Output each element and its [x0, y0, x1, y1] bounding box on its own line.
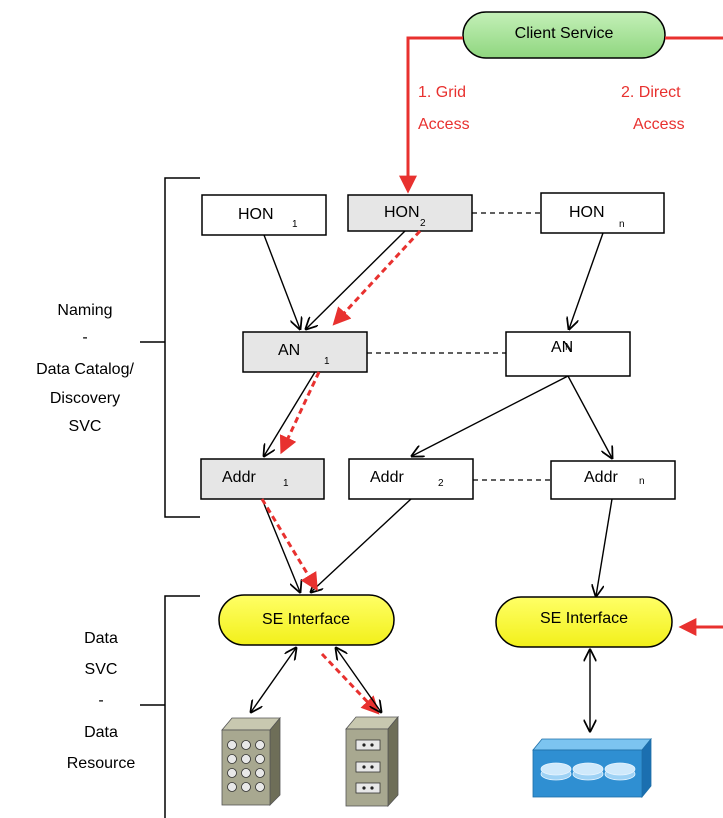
- arrow-ann-addrn: [567, 375, 612, 458]
- an-node-n: AN N: [505, 331, 631, 377]
- svg-text:n: n: [639, 476, 645, 487]
- naming-section-label: Naming - Data Catalog/ Discovery SVC: [36, 302, 134, 435]
- addr-node-2: Addr 2: [348, 458, 474, 500]
- svg-text:SVC: SVC: [69, 418, 102, 435]
- hon-node-1: HON 1: [201, 194, 327, 236]
- arrow-honn-ann: [569, 232, 604, 329]
- svg-text:1: 1: [292, 219, 298, 230]
- hon-node-2: HON 2: [347, 194, 473, 232]
- svg-text:2: 2: [420, 218, 426, 229]
- grid-access-label-2: Access: [418, 116, 470, 133]
- arrow-an1-addr1: [264, 371, 316, 456]
- svg-text:AN: AN: [551, 339, 573, 356]
- svg-text:SE Interface: SE Interface: [262, 611, 350, 628]
- svg-text:Addr: Addr: [584, 469, 618, 486]
- svg-text:HON: HON: [238, 206, 274, 223]
- svg-text:Discovery: Discovery: [50, 390, 120, 407]
- svg-text:Addr: Addr: [370, 469, 404, 486]
- svg-text:1: 1: [324, 356, 330, 367]
- data-bracket: [140, 595, 200, 818]
- svg-text:SVC: SVC: [85, 661, 118, 678]
- svg-text:HON: HON: [384, 204, 420, 221]
- arrow-hon2-an1: [306, 230, 406, 329]
- arrow-addr1-se1: [261, 498, 300, 592]
- svg-text:Addr: Addr: [222, 469, 256, 486]
- client-service-label: Client Service: [515, 25, 614, 42]
- svg-text:Data Catalog/: Data Catalog/: [36, 361, 134, 378]
- svg-text:SE Interface: SE Interface: [540, 610, 628, 627]
- naming-arrows: [261, 230, 613, 596]
- client-service-node: Client Service: [462, 11, 666, 59]
- file-server-icon: [345, 715, 399, 808]
- arrow-ann-addr2: [412, 375, 569, 456]
- arrow-hon1-an1: [263, 234, 300, 329]
- storage-links: [251, 648, 590, 731]
- svg-text:1: 1: [283, 478, 289, 489]
- svg-text:Resource: Resource: [67, 755, 136, 772]
- direct-access-label-1: 2. Direct: [621, 84, 681, 101]
- storage-array-icon: [532, 737, 652, 799]
- data-section-label: Data SVC - Data Resource: [67, 630, 136, 772]
- se-interface-1: SE Interface: [218, 594, 395, 646]
- svg-text:AN: AN: [278, 342, 300, 359]
- se-interface-2: SE Interface: [495, 596, 673, 648]
- an-node-1: AN 1: [242, 331, 368, 373]
- svg-text:N: N: [565, 342, 572, 353]
- svg-text:2: 2: [438, 478, 444, 489]
- arrow-addrn-se2: [596, 498, 613, 596]
- svg-text:Data: Data: [84, 630, 118, 647]
- grid-access-path: [399, 36, 463, 194]
- svg-text:n: n: [619, 219, 625, 230]
- svg-text:HON: HON: [569, 204, 605, 221]
- naming-bracket: [140, 177, 200, 518]
- hon-node-n: HON n: [540, 192, 665, 234]
- addr-node-n: Addr n: [550, 460, 676, 500]
- resolution-path: [260, 229, 422, 715]
- svg-text:-: -: [82, 329, 87, 346]
- svg-text:-: -: [98, 692, 103, 709]
- disk-server-icon: [221, 716, 281, 806]
- grid-access-label-1: 1. Grid: [418, 84, 466, 101]
- direct-access-label-2: Access: [633, 116, 685, 133]
- svg-text:Data: Data: [84, 724, 118, 741]
- arrow-addr2-se1: [311, 498, 412, 592]
- svg-text:Naming: Naming: [57, 302, 112, 319]
- addr-node-1: Addr 1: [200, 458, 325, 500]
